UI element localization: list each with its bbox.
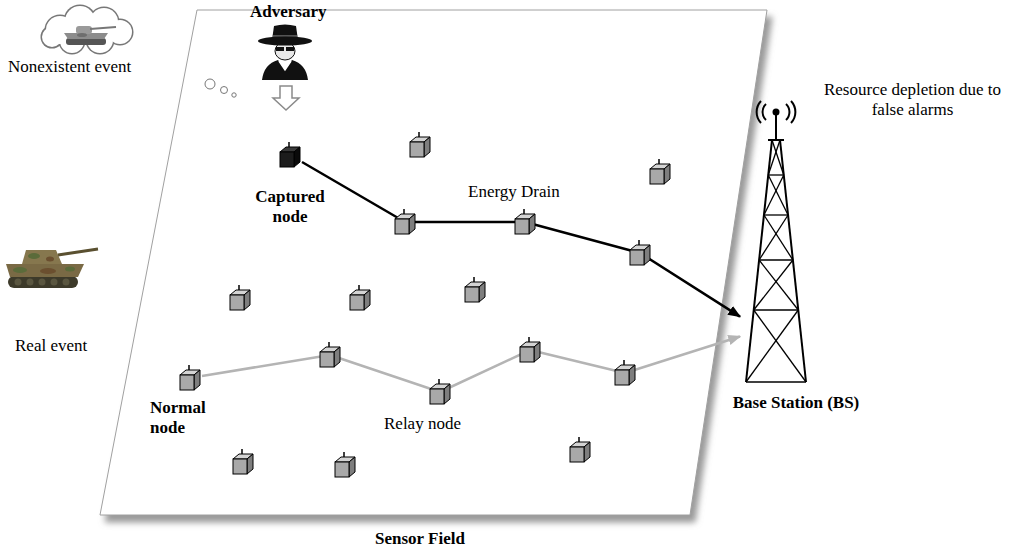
- node-label: Relay node: [384, 414, 461, 434]
- station-label: Base Station (BS): [690, 393, 902, 413]
- thought-bubbles: [205, 79, 236, 97]
- sensor-field: Sensor FieldCaptured nodeNormal node: [100, 10, 767, 515]
- node-label: Normal node: [150, 398, 216, 437]
- field-title: Sensor Field: [100, 529, 740, 549]
- connector-arrow: [302, 162, 740, 317]
- captured-node: Captured node: [278, 141, 302, 169]
- event-label: Nonexistent event: [8, 57, 131, 77]
- sensor-nodes: [230, 132, 670, 477]
- tower-shape: [740, 100, 812, 385]
- imagined-tank: [64, 26, 116, 45]
- real-tank: [6, 249, 98, 288]
- field-shape: [100, 10, 767, 515]
- base-station: Base Station (BS)Resource depletion due …: [740, 100, 812, 385]
- actor-label: Adversary: [250, 2, 326, 22]
- thought-cloud: [41, 5, 134, 55]
- captured-cube: [278, 141, 302, 169]
- normal-node: Normal node: [178, 364, 202, 392]
- adversary-figure: [258, 25, 312, 81]
- event-label: Real event: [15, 336, 87, 356]
- connector-arrow: [202, 337, 740, 393]
- callout-note: Resource depletion due to false alarms: [820, 80, 1005, 119]
- capture-arrow: [273, 86, 299, 110]
- node-label: Captured node: [242, 187, 338, 226]
- sensor-cube: [178, 364, 202, 392]
- edge-label: Energy Drain: [468, 182, 560, 202]
